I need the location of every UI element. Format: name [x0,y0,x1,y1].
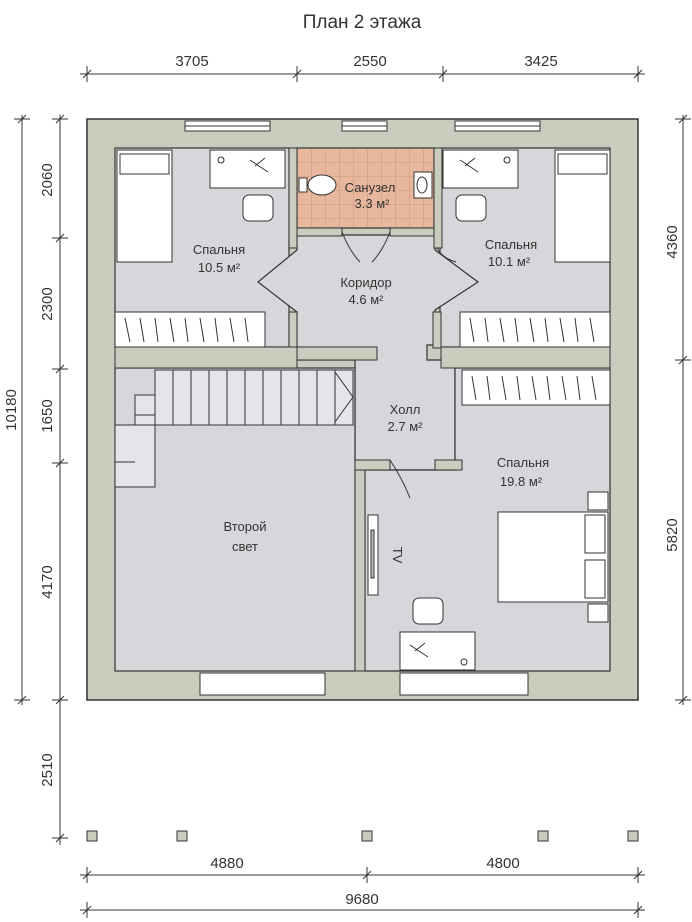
dim-left-3: 1650 [39,399,56,432]
dim-right-1: 4360 [664,225,681,258]
stairs [114,369,354,488]
doors [341,231,457,499]
terrace-posts [86,830,639,842]
desk-bedroom2 [442,149,519,189]
left-dimension-lines [14,114,68,845]
dim-left-4: 4170 [39,565,56,598]
room-second-light-line1: Второй [224,519,267,534]
right-dimension-line [675,114,691,705]
room-bedroom3-name: Спальня [497,455,549,470]
tv-label: TV [390,547,405,564]
dim-bottom-1: 4880 [210,855,243,872]
desks [209,149,519,671]
room-second-light-line2: свет [232,539,258,554]
tv-unit [367,514,379,596]
dim-bottom-2: 4800 [486,855,519,872]
room-corridor-area: 4.6 м² [349,292,385,307]
interior-walls [114,147,611,672]
room-bathroom-area: 3.3 м² [355,196,391,211]
room-bathroom-name: Санузел [345,180,396,195]
room-bedroom1-name: Спальня [193,242,245,257]
dim-right-2: 5820 [664,518,681,551]
bottom-dimension-lines [80,867,645,918]
room-corridor-name: Коридор [340,275,391,290]
room-bedroom2-name: Спальня [485,237,537,252]
room-bedroom2-area: 10.1 м² [488,254,531,269]
dim-left-extra: 2510 [39,753,56,786]
desk-bedroom1 [209,149,286,189]
room-bedroom1-area: 10.5 м² [198,260,241,275]
dim-top-1: 3705 [175,53,208,70]
top-dimension-line [80,66,645,82]
room-hall-name: Холл [390,402,421,417]
dim-left-2: 2300 [39,287,56,320]
beds [116,149,611,623]
dim-top-2: 2550 [353,53,386,70]
room-bedroom3-area: 19.8 м² [500,474,543,489]
dim-left-total: 10180 [3,389,20,431]
bathroom-fixtures [298,171,433,199]
dim-left-1: 2060 [39,163,56,196]
windows [184,120,541,696]
room-hall-area: 2.7 м² [388,419,424,434]
wardrobes [114,311,611,406]
plan-title: План 2 этажа [303,12,422,33]
dim-bottom-total: 9680 [345,891,378,908]
dim-top-3: 3425 [524,53,557,70]
